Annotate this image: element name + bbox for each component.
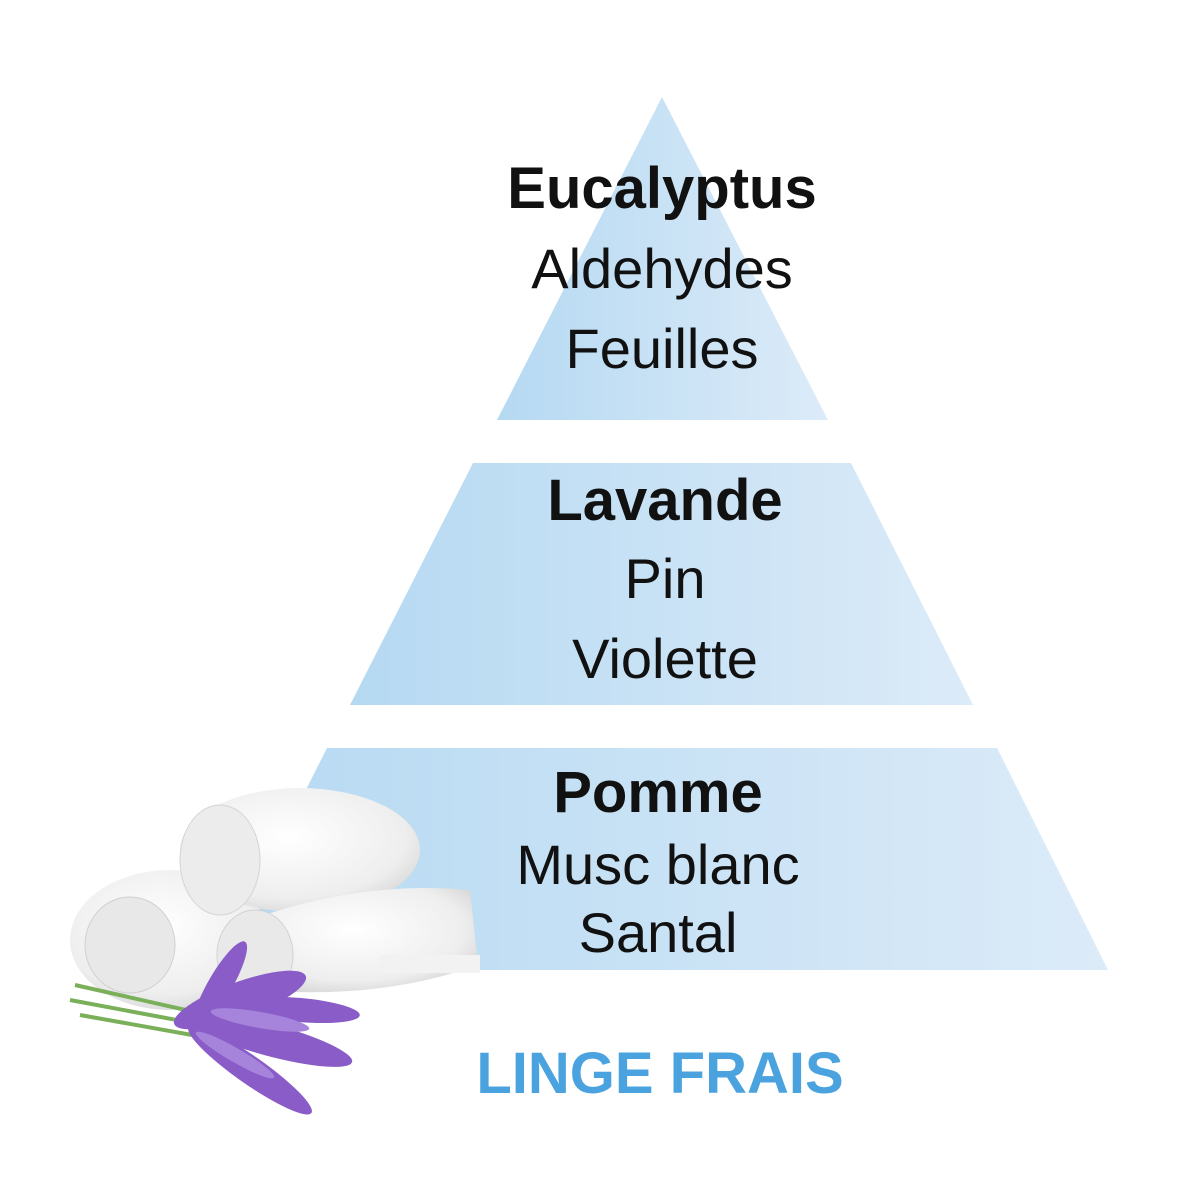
fragrance-title: LINGE FRAIS (476, 1041, 843, 1106)
top-note: Aldehydes (531, 237, 793, 300)
top-note: Feuilles (566, 317, 759, 380)
heart-note: Violette (572, 627, 758, 690)
base-note: Musc blanc (516, 833, 799, 896)
towels-lavender-illustration (69, 788, 480, 1115)
pyramid-heart-tier (350, 463, 973, 705)
base-note: Santal (579, 901, 738, 964)
heart-note: Pin (625, 547, 706, 610)
top-note-main: Eucalyptus (507, 156, 816, 221)
heart-note-main: Lavande (547, 468, 782, 533)
base-note-main: Pomme (553, 760, 763, 825)
pyramid-top-tier (497, 97, 828, 420)
